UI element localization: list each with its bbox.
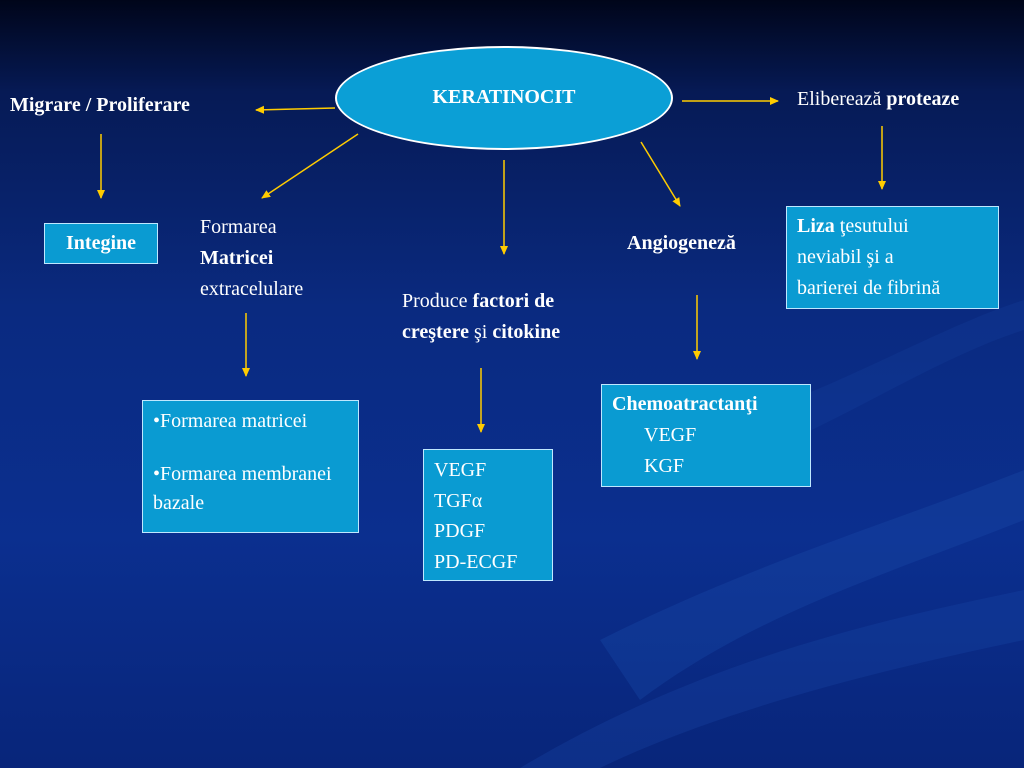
factors-mid: şi: [468, 321, 493, 343]
proteases-bold: proteaze: [886, 88, 960, 110]
angiogeneza-label: Angiogeneză: [627, 232, 736, 254]
arrow-to-angiogeneza: [640, 141, 681, 207]
matrix-box-item-2: •Formarea membranei bazale: [153, 463, 332, 514]
keratinocit-node: KERATINOCIT: [335, 46, 673, 150]
factors-item: VEGF: [434, 459, 487, 481]
chemoatractanti-box: Chemoatractanţi VEGF KGF: [601, 384, 811, 487]
factors-item: PDGF: [434, 520, 486, 542]
matrix-line-1: Formarea: [200, 216, 277, 238]
migrare-proliferare-label: Migrare / Proliferare: [10, 94, 190, 116]
lysis-rest-2: neviabil şi a: [797, 246, 894, 268]
factors-item: TGFα: [434, 489, 483, 512]
keratinocit-label: KERATINOCIT: [432, 86, 576, 108]
elibereaza-proteaze-label: Eliberează proteaze: [797, 84, 959, 115]
factors-pre: Produce: [402, 290, 473, 312]
matrix-box: •Formarea matricei •Formarea membranei b…: [142, 400, 359, 533]
integrine-box: Integine: [44, 223, 158, 264]
matrix-line-3: extracelulare: [200, 278, 304, 300]
arrow-to-migrare: [255, 105, 336, 114]
chemo-title: Chemoatractanţi: [612, 393, 758, 415]
integrine-label: Integine: [66, 232, 136, 254]
matrix-box-item-1: •Formarea matricei: [153, 410, 308, 432]
factors-bold-2: citokine: [492, 321, 561, 343]
factori-citokine-label: Produce factori de creştere şi citokine: [402, 286, 617, 348]
chemo-item: VEGF: [644, 424, 697, 446]
factors-box: VEGF TGFα PDGF PD-ECGF: [423, 449, 553, 581]
factors-bold-1: factori de creştere: [402, 290, 555, 343]
factors-item: PD-ECGF: [434, 550, 518, 573]
lysis-rest-1: ţesutului: [834, 215, 909, 237]
liza-box: Liza ţesutului neviabil şi a barierei de…: [786, 206, 999, 309]
arrow-to-matrice: [261, 133, 359, 199]
lysis-rest-3: barierei de fibrină: [797, 277, 941, 299]
proteases-pre: Eliberează: [797, 88, 887, 110]
chemo-item: KGF: [644, 455, 685, 477]
lysis-bold: Liza: [797, 215, 835, 237]
formarea-matricei-label: Formarea Matricei extracelulare: [200, 212, 303, 305]
matrix-line-2: Matricei: [200, 247, 274, 269]
